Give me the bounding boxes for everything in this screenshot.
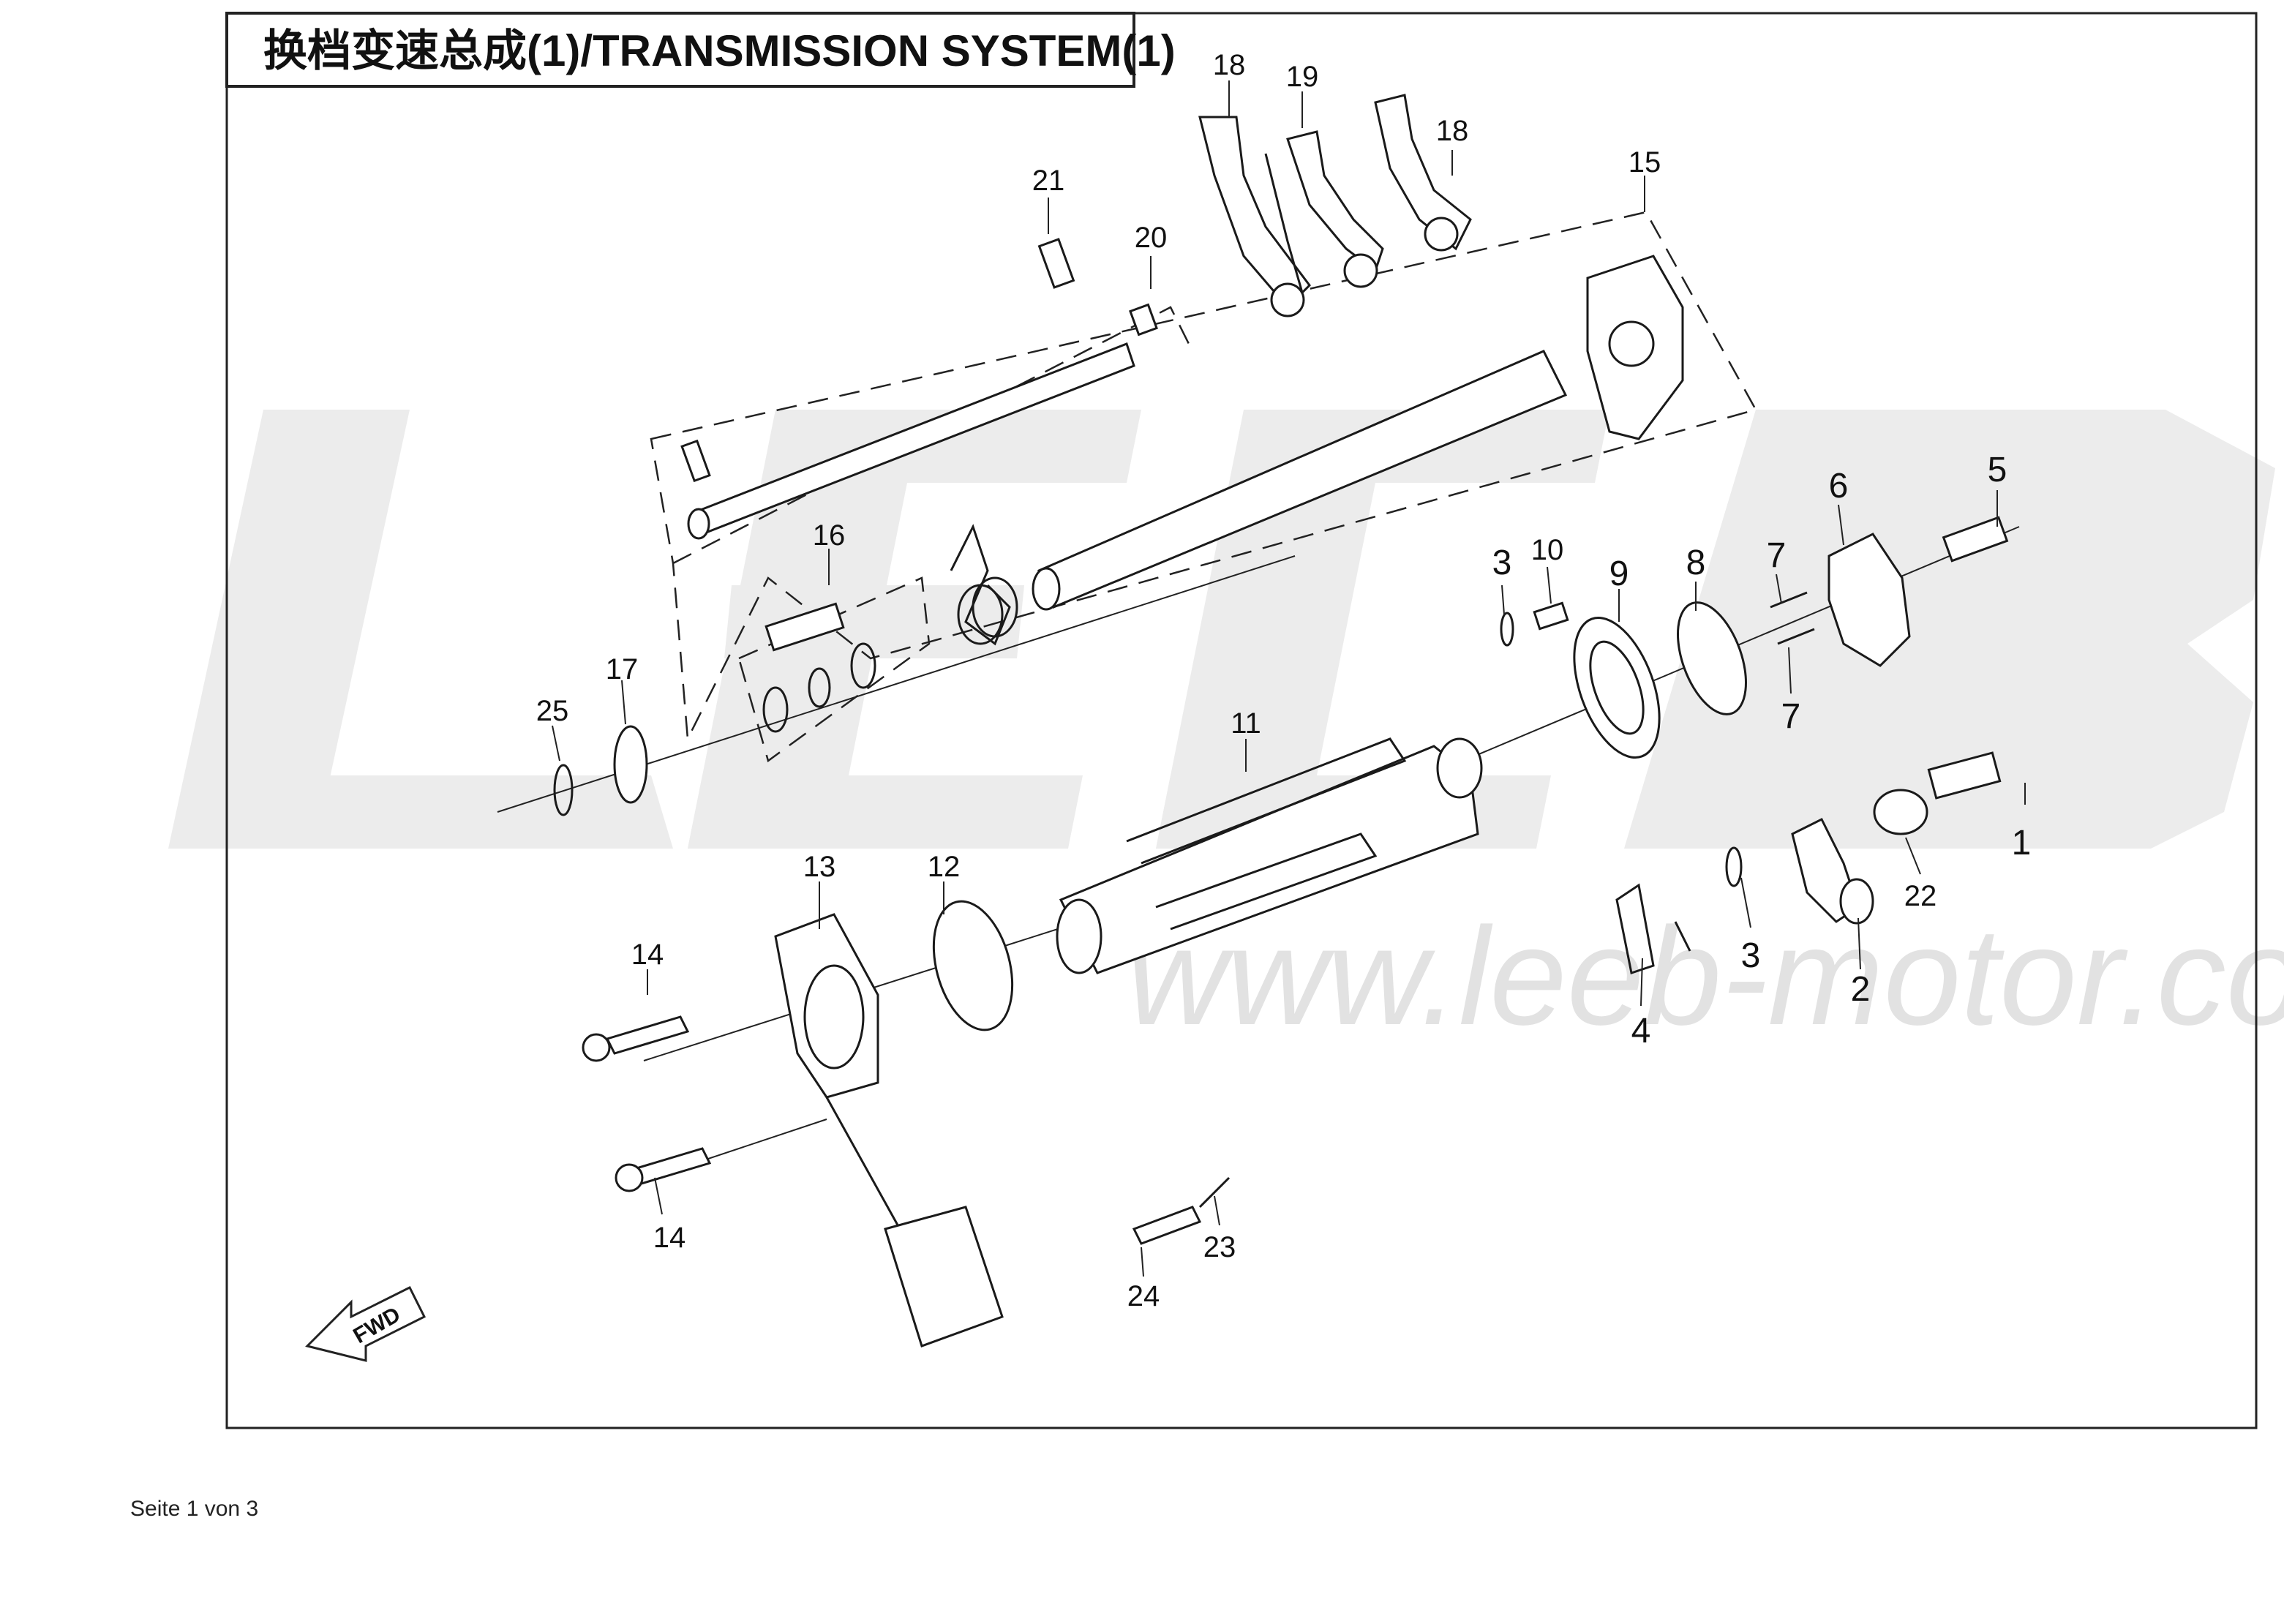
callout-label: 20 (1135, 222, 1168, 254)
callout-label: 19 (1286, 61, 1319, 93)
callout-label: 7 (1781, 697, 1801, 736)
group-outline-20 (672, 306, 1194, 565)
callout-label: 14 (653, 1222, 686, 1254)
bearings (1500, 601, 1747, 759)
page-footer: Seite 1 von 3 (130, 1497, 259, 1521)
callout-label: 9 (1609, 555, 1629, 593)
leader-lines (552, 80, 2026, 1277)
callout-label: 5 (1988, 451, 2007, 489)
callout-label: 21 (1032, 165, 1065, 197)
callout-label: 13 (803, 851, 836, 883)
callout-label: 18 (1436, 115, 1469, 147)
callout-label: 1 (2012, 824, 2032, 862)
callout-label: 15 (1629, 146, 1661, 178)
callout-label: 10 (1531, 534, 1564, 566)
callout-label: 23 (1203, 1231, 1236, 1263)
star-wheel (1770, 516, 2009, 667)
callout-label: 3 (1492, 544, 1512, 582)
washers-left (553, 642, 876, 816)
shift-drum (1056, 737, 1483, 974)
title-box (225, 12, 1135, 88)
callout-label: 16 (813, 519, 846, 552)
fwd-arrow: FWD (305, 1285, 427, 1362)
callout-label: 4 (1631, 1012, 1651, 1050)
callout-label: 14 (631, 939, 664, 971)
callout-label: 24 (1127, 1280, 1160, 1312)
shift-arm-assembly (1615, 751, 2002, 974)
diagram-title: 换档变速总成(1)/TRANSMISSION SYSTEM(1) (263, 26, 1176, 75)
callout-label: 18 (1213, 49, 1246, 81)
callout-label: 6 (1829, 467, 1849, 505)
callout-label: 7 (1767, 536, 1787, 575)
callout-label: 17 (606, 653, 639, 685)
callout-label: 25 (536, 695, 569, 727)
drawing-frame (225, 12, 2258, 1429)
return-spring (765, 524, 1018, 652)
detent-pin (1132, 1176, 1231, 1245)
shift-fork-shaft (680, 238, 1158, 540)
watermark-url: www.leeb-motor.com (1127, 899, 2284, 1054)
callout-label: 11 (1231, 707, 1261, 740)
callout-labels: 1 2 3 3 4 5 6 7 7 8 9 10 11 12 13 14 14 … (536, 49, 2032, 1312)
callout-label: 12 (928, 851, 961, 883)
shift-forks (1198, 94, 1472, 317)
group-outline-16-17 (737, 576, 931, 763)
callout-label: 22 (1904, 880, 1937, 912)
callout-label: 3 (1741, 936, 1761, 975)
gear-position-sensor (582, 900, 1014, 1347)
callout-label: 2 (1851, 970, 1871, 1009)
callout-label: 8 (1686, 544, 1706, 582)
gearshift-shaft (1032, 255, 1684, 611)
